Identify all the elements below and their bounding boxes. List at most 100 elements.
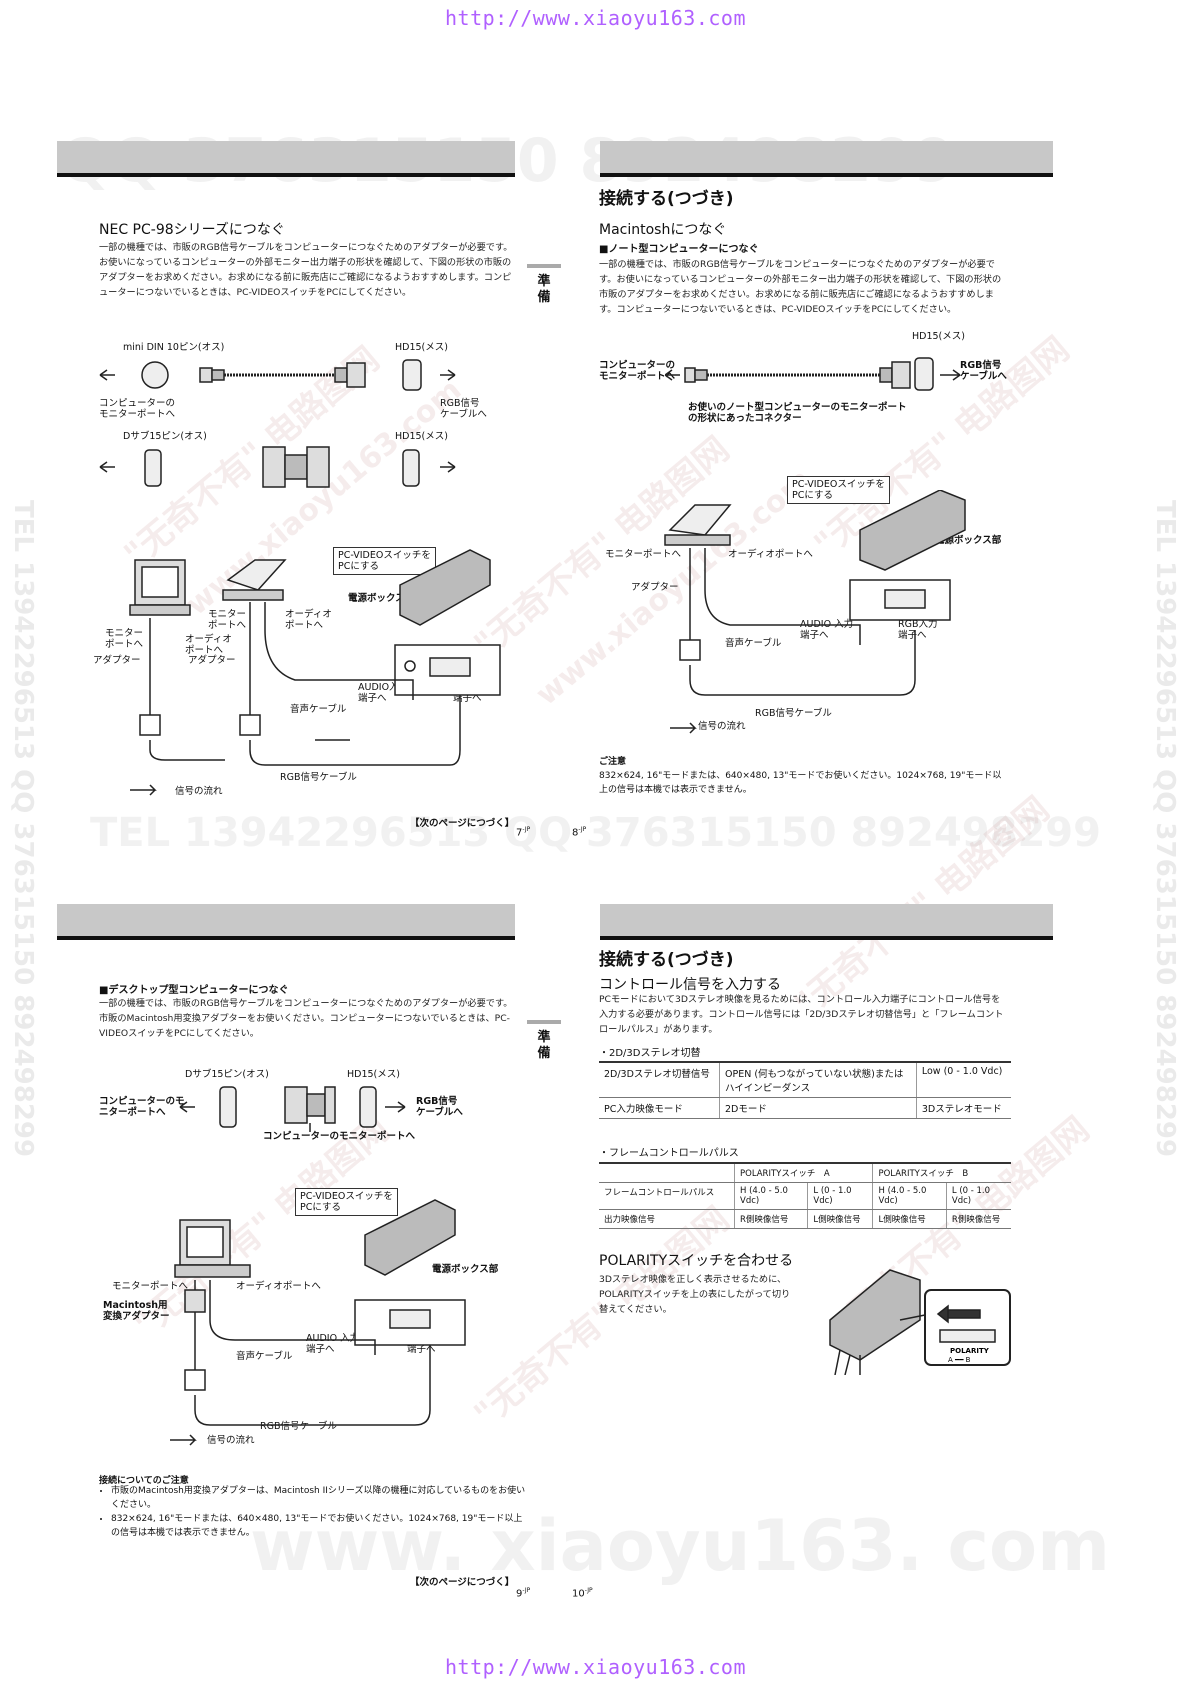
- label-rgb-in: RGB入力 端子へ: [898, 619, 938, 641]
- adapter-diagram: [99, 359, 456, 488]
- page-number: 8-JP: [572, 826, 587, 839]
- side-tab: 準 備: [527, 264, 561, 306]
- polarity-heading: POLARITYスイッチを合わせる: [599, 1253, 794, 1269]
- page-title: 接続する(つづき): [599, 189, 734, 209]
- sub-heading: ■デスクトップ型コンピューターにつなぐ: [99, 985, 289, 996]
- header-band-p10: [600, 904, 1053, 940]
- page-number: 9-JP: [516, 1587, 531, 1600]
- mac-connection-diagram: [664, 490, 966, 734]
- polarity-switch-figure: POLARITY A ━━ B: [829, 1269, 1011, 1375]
- table-cell: H (4.0 - 5.0 Vdc): [733, 1182, 808, 1210]
- label-audio-port: オーディオポートへ: [236, 1281, 321, 1292]
- label-monitor-port: モニターポートへ: [605, 549, 682, 560]
- polarity-label: POLARITY: [950, 1347, 990, 1355]
- page-number: 10-JP: [572, 1587, 593, 1600]
- stereo-switch-table: 2D/3Dステレオ切替信号 OPEN (何もつながっていない状態)または ハイイ…: [599, 1061, 1011, 1119]
- label-to-monitor: コンピューターのモニターポートへ: [263, 1131, 416, 1142]
- body-text: 一部の機種では、市販のRGB信号ケーブルをコンピューターにつなぐためのアダプター…: [99, 998, 513, 1039]
- label-rgb-cable-to: RGB信号 ケーブルへ: [416, 1096, 463, 1118]
- page-number: 7-JP: [516, 826, 531, 839]
- label-minidin: mini DIN 10ピン(オス): [123, 342, 225, 353]
- table-cell: 出力映像信号: [599, 1209, 735, 1229]
- connection-diagram: [129, 549, 501, 796]
- label-adapter: アダプター: [188, 655, 236, 666]
- label-signal-flow: 信号の流れ: [698, 721, 746, 732]
- label-rgb-cable-to: RGB信号 ケーブルへ: [440, 398, 487, 420]
- section-heading: Macintoshにつなぐ: [599, 222, 727, 238]
- label-rgb-cable: RGB信号ケーブル: [260, 1421, 337, 1432]
- label-audio-cable: 音声ケーブル: [290, 704, 347, 715]
- label-audio-in: AUDIO入力 端子へ: [358, 682, 409, 704]
- label-monitor-port: モニターポートへ: [112, 1281, 189, 1292]
- side-tab: 準 備: [527, 1020, 561, 1062]
- table-cell: POLARITYスイッチ A: [733, 1162, 873, 1183]
- label-monitor-port: モニター ポートへ: [105, 628, 144, 650]
- body-text: 一部の機種では、市販のRGB信号ケーブルをコンピューターにつなぐためのアダプター…: [99, 242, 513, 298]
- label-connector: お使いのノート型コンピューターのモニターポート の形状にあったコネクター: [688, 402, 907, 424]
- table-cell: POLARITYスイッチ B: [872, 1162, 1011, 1183]
- label-audio-port: オーディオ ポートへ: [185, 634, 232, 656]
- note-title: ご注意: [599, 757, 627, 767]
- notes-title: 接続についてのご注意: [99, 1476, 189, 1486]
- label-switch: PC-VIDEOスイッチを PCにする: [787, 476, 890, 504]
- note-item: 832×624, 16"モードまたは、640×480, 13"モードでお使いくだ…: [111, 1512, 526, 1540]
- label-rgb-cable: RGB信号ケーブル: [280, 772, 357, 783]
- label-hd15: HD15(メス): [395, 431, 448, 442]
- table-cell: H (4.0 - 5.0 Vdc): [872, 1182, 947, 1210]
- desktop-connection-diagram: [170, 1199, 466, 1446]
- label-audio-cable: 音声ケーブル: [236, 1351, 293, 1362]
- label-audio-cable: 音声ケーブル: [725, 638, 782, 649]
- table-title: ・2D/3Dステレオ切替: [599, 1048, 701, 1059]
- label-hd15: HD15(メス): [347, 1069, 400, 1080]
- table-cell: フレームコントロールパルス: [599, 1182, 735, 1210]
- header-url[interactable]: http://www.xiaoyu163.com: [445, 6, 746, 30]
- sub-heading: ■ノート型コンピューターにつなぐ: [599, 244, 759, 255]
- watermark-tel: TEL 13942296513 QQ 376315150 892498299: [90, 810, 1101, 856]
- body-text: 一部の機種では、市販のRGB信号ケーブルをコンピューターにつなぐためのアダプター…: [599, 259, 1002, 315]
- label-monitor-port: モニター ポートへ: [208, 609, 247, 631]
- label-powerbox: 電源ボックス部: [935, 535, 1002, 546]
- table-cell: 2Dモード: [719, 1097, 917, 1119]
- table-cell: L (0 - 1.0 Vdc): [807, 1182, 873, 1210]
- table-cell: Low (0 - 1.0 Vdc): [915, 1061, 1011, 1098]
- table-cell: L側映像信号: [872, 1209, 947, 1229]
- table-cell: R側映像信号: [733, 1209, 808, 1229]
- page-title: 接続する(つづき): [599, 950, 734, 970]
- polarity-ab: A ━━ B: [948, 1356, 971, 1364]
- continue-note: 【次のページにつづく】: [410, 818, 515, 829]
- body-text: PCモードにおいて3Dステレオ映像を見るためには、コントロール入力端子にコントロ…: [599, 994, 1004, 1035]
- watermark-side-left: TEL 13942296513 QQ 376315150 892498299: [8, 500, 38, 1158]
- label-to-computer: コンピューターの モニターポートへ: [599, 360, 676, 382]
- label-audio-port: オーディオ ポートへ: [285, 609, 332, 631]
- header-band-p8: [600, 141, 1053, 177]
- table-cell: R側映像信号: [945, 1209, 1011, 1229]
- table-title: ・フレームコントロールパルス: [599, 1148, 739, 1159]
- notes-list: 市販のMacintosh用変換アダプターは、Macintosh IIシリーズ以降…: [99, 1484, 526, 1540]
- label-rgb-cable-to: RGB信号 ケーブルへ: [960, 360, 1007, 382]
- table-cell: PC入力映像モード: [599, 1097, 720, 1119]
- label-switch: PC-VIDEOスイッチを PCにする: [333, 547, 436, 575]
- label-to-computer: コンピューターのモ ニターポートへ: [99, 1096, 185, 1118]
- section-heading: NEC PC-98シリーズにつなぐ: [99, 222, 285, 238]
- header-band-p7: [57, 141, 515, 177]
- label-powerbox: 電源ボックス部: [432, 1264, 499, 1275]
- label-hd15: HD15(メス): [395, 342, 448, 353]
- label-dsub: Dサブ15ピン(オス): [123, 431, 207, 442]
- label-audio-port: オーディオポートへ: [728, 549, 813, 560]
- note-item: 市販のMacintosh用変換アダプターは、Macintosh IIシリーズ以降…: [111, 1484, 526, 1512]
- mac-adapter-diagram: [665, 357, 961, 391]
- polarity-body: 3Dステレオ映像を正しく表示させるために、POLARITYスイッチを上の表にした…: [599, 1274, 791, 1315]
- section-heading: コントロール信号を入力する: [599, 977, 781, 993]
- label-to-computer: コンピューターの モニターポートへ: [99, 398, 176, 420]
- label-signal-flow: 信号の流れ: [207, 1435, 255, 1446]
- label-switch: PC-VIDEOスイッチを PCにする: [295, 1188, 398, 1216]
- label-adapter: アダプター: [93, 655, 141, 666]
- footer-url[interactable]: http://www.xiaoyu163.com: [445, 1655, 746, 1679]
- desktop-adapter-diagram: [179, 1086, 406, 1132]
- watermark-side-right: TEL 13942296513 QQ 376315150 892498299: [1150, 500, 1180, 1158]
- table-cell: 3Dステレオモード: [915, 1097, 1011, 1119]
- continue-note: 【次のページにつづく】: [410, 1577, 515, 1588]
- table-cell: [599, 1162, 735, 1183]
- table-cell: 2D/3Dステレオ切替信号: [599, 1061, 720, 1098]
- label-mac-adapter: Macintosh用 変換アダプター: [103, 1300, 170, 1322]
